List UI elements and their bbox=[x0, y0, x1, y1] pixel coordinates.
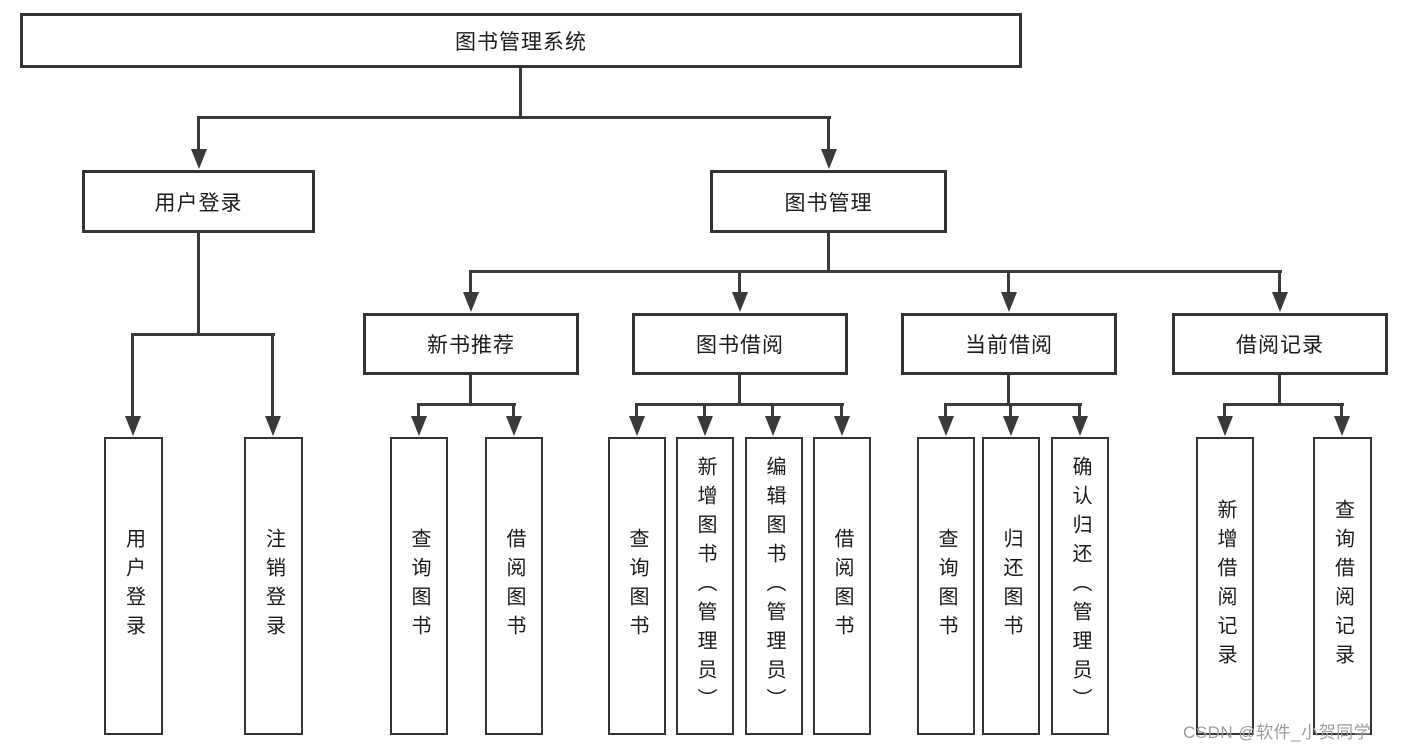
connector-line bbox=[469, 270, 1282, 273]
leaf-add-book-admin-label: 新增图书（管理员） bbox=[694, 455, 716, 717]
node-current-borrow: 当前借阅 bbox=[901, 313, 1117, 375]
arrowhead-down bbox=[506, 416, 522, 436]
node-user-login-label: 用户登录 bbox=[154, 191, 243, 215]
arrowhead-down bbox=[191, 149, 207, 169]
leaf-borrow-book-recommend-label: 借阅图书 bbox=[503, 528, 525, 644]
node-book-borrow-label: 图书借阅 bbox=[696, 334, 784, 357]
connector-line bbox=[1078, 403, 1081, 419]
connector-line bbox=[738, 270, 741, 295]
connector-line bbox=[271, 333, 274, 419]
arrowhead-down bbox=[629, 416, 645, 436]
node-new-book-recommend: 新书推荐 bbox=[363, 313, 579, 375]
connector-line bbox=[1007, 375, 1010, 406]
arrowhead-down bbox=[265, 416, 281, 436]
leaf-query-book-borrow-label: 查询图书 bbox=[626, 528, 648, 644]
connector-line bbox=[417, 403, 420, 419]
node-root-label: 图书管理系统 bbox=[455, 30, 587, 54]
leaf-query-book-borrow: 查询图书 bbox=[608, 437, 666, 735]
node-borrow-record: 借阅记录 bbox=[1172, 313, 1388, 375]
arrowhead-down bbox=[821, 149, 837, 169]
connector-line bbox=[944, 403, 1082, 406]
connector-line bbox=[771, 403, 774, 419]
arrowhead-down bbox=[411, 416, 427, 436]
leaf-logout-label: 注销登录 bbox=[262, 528, 285, 644]
node-borrow-record-label: 借阅记录 bbox=[1236, 334, 1324, 357]
connector-line bbox=[1340, 403, 1343, 419]
leaf-borrow-book-recommend: 借阅图书 bbox=[485, 437, 543, 735]
arrowhead-down bbox=[765, 416, 781, 436]
connector-line bbox=[469, 270, 472, 295]
leaf-edit-book-admin-label: 编辑图书（管理员） bbox=[763, 455, 785, 717]
connector-line bbox=[1278, 375, 1281, 406]
arrowhead-down bbox=[834, 416, 850, 436]
watermark: CSDN @软件_小贺同学 bbox=[1183, 723, 1372, 742]
connector-line bbox=[738, 375, 741, 406]
node-current-borrow-label: 当前借阅 bbox=[965, 334, 1053, 357]
node-book-management: 图书管理 bbox=[710, 170, 947, 233]
connector-line bbox=[197, 233, 200, 335]
leaf-query-book-current-label: 查询图书 bbox=[935, 528, 957, 644]
arrowhead-down bbox=[463, 292, 479, 312]
arrowhead-down bbox=[1334, 416, 1350, 436]
leaf-confirm-return-admin-label: 确认归还（管理员） bbox=[1069, 455, 1091, 717]
leaf-logout: 注销登录 bbox=[244, 437, 303, 735]
leaf-add-borrow-record-label: 新增借阅记录 bbox=[1214, 499, 1236, 673]
connector-line bbox=[469, 375, 472, 406]
connector-line bbox=[1009, 403, 1012, 419]
leaf-borrow-book: 借阅图书 bbox=[813, 437, 871, 735]
leaf-return-book: 归还图书 bbox=[982, 437, 1040, 735]
leaf-query-book-recommend-label: 查询图书 bbox=[408, 528, 430, 644]
leaf-query-borrow-record: 查询借阅记录 bbox=[1313, 437, 1372, 735]
connector-line bbox=[944, 403, 947, 419]
arrowhead-down bbox=[1072, 416, 1088, 436]
node-new-book-recommend-label: 新书推荐 bbox=[427, 334, 515, 357]
leaf-add-borrow-record: 新增借阅记录 bbox=[1196, 437, 1254, 735]
connector-line bbox=[131, 333, 275, 336]
arrowhead-down bbox=[1217, 416, 1233, 436]
connector-line bbox=[1007, 270, 1010, 295]
connector-line bbox=[1223, 403, 1344, 406]
connector-line bbox=[703, 403, 706, 419]
leaf-query-borrow-record-label: 查询借阅记录 bbox=[1331, 499, 1354, 673]
connector-line bbox=[131, 333, 134, 419]
connector-line bbox=[840, 403, 843, 419]
connector-line bbox=[197, 116, 831, 119]
connector-line bbox=[512, 403, 515, 419]
connector-line bbox=[1223, 403, 1226, 419]
leaf-query-book-recommend: 查询图书 bbox=[390, 437, 448, 735]
connector-line bbox=[827, 116, 830, 152]
node-user-login: 用户登录 bbox=[82, 170, 315, 233]
leaf-user-login: 用户登录 bbox=[104, 437, 163, 735]
node-book-borrow: 图书借阅 bbox=[632, 313, 848, 375]
connector-line bbox=[519, 68, 522, 116]
connector-line bbox=[635, 403, 844, 406]
connector-line bbox=[1278, 270, 1281, 295]
arrowhead-down bbox=[1003, 416, 1019, 436]
arrowhead-down bbox=[697, 416, 713, 436]
arrowhead-down bbox=[732, 292, 748, 312]
connector-line bbox=[417, 403, 516, 406]
arrowhead-down bbox=[938, 416, 954, 436]
leaf-edit-book-admin: 编辑图书（管理员） bbox=[745, 437, 803, 735]
leaf-query-book-current: 查询图书 bbox=[917, 437, 975, 735]
leaf-add-book-admin: 新增图书（管理员） bbox=[676, 437, 734, 735]
arrowhead-down bbox=[125, 416, 141, 436]
leaf-return-book-label: 归还图书 bbox=[1000, 528, 1022, 644]
node-book-management-label: 图书管理 bbox=[784, 191, 873, 215]
connector-line bbox=[635, 403, 638, 419]
leaf-borrow-book-label: 借阅图书 bbox=[831, 528, 853, 644]
arrowhead-down bbox=[1001, 292, 1017, 312]
connector-line bbox=[827, 233, 830, 272]
leaf-user-login-label: 用户登录 bbox=[122, 528, 145, 644]
arrowhead-down bbox=[1272, 292, 1288, 312]
node-root: 图书管理系统 bbox=[20, 13, 1022, 68]
connector-line bbox=[197, 116, 200, 152]
leaf-confirm-return-admin: 确认归还（管理员） bbox=[1051, 437, 1109, 735]
